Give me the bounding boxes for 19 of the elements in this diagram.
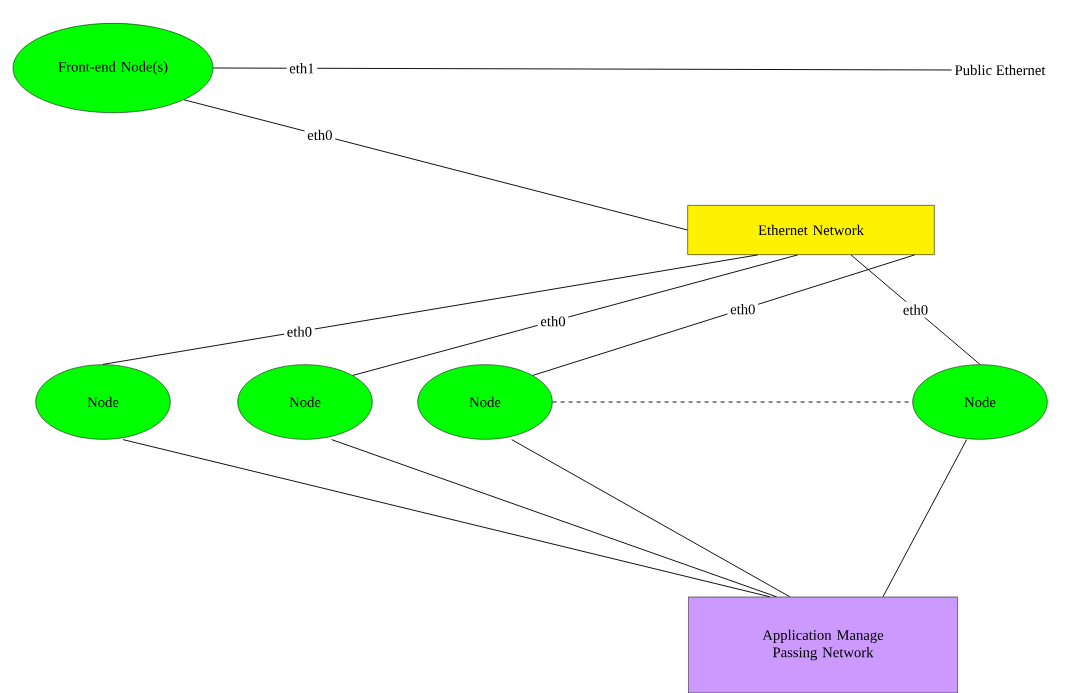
edge-label: eth0: [537, 313, 569, 329]
edge-label: eth0: [304, 127, 336, 143]
connector-line: [183, 99, 688, 231]
connector-line: [212, 67, 953, 71]
edge-label: eth0: [900, 301, 931, 318]
connector-line: [331, 439, 777, 598]
connector-line: [122, 439, 771, 598]
connector-line: [532, 254, 916, 376]
connector-line: [511, 439, 791, 598]
connector-line: [850, 254, 981, 365]
network-box: Ethernet Network: [687, 205, 935, 255]
connector-line: [102, 254, 759, 365]
network-label: Public Ethernet: [955, 64, 1046, 76]
edge-label: eth0: [727, 301, 759, 317]
edge-label: eth1: [286, 60, 318, 77]
connector-line: [882, 439, 968, 598]
network-box: Application Manage Passing Network: [688, 596, 958, 693]
edge-label: eth0: [284, 323, 315, 340]
connector-line: [352, 254, 799, 376]
